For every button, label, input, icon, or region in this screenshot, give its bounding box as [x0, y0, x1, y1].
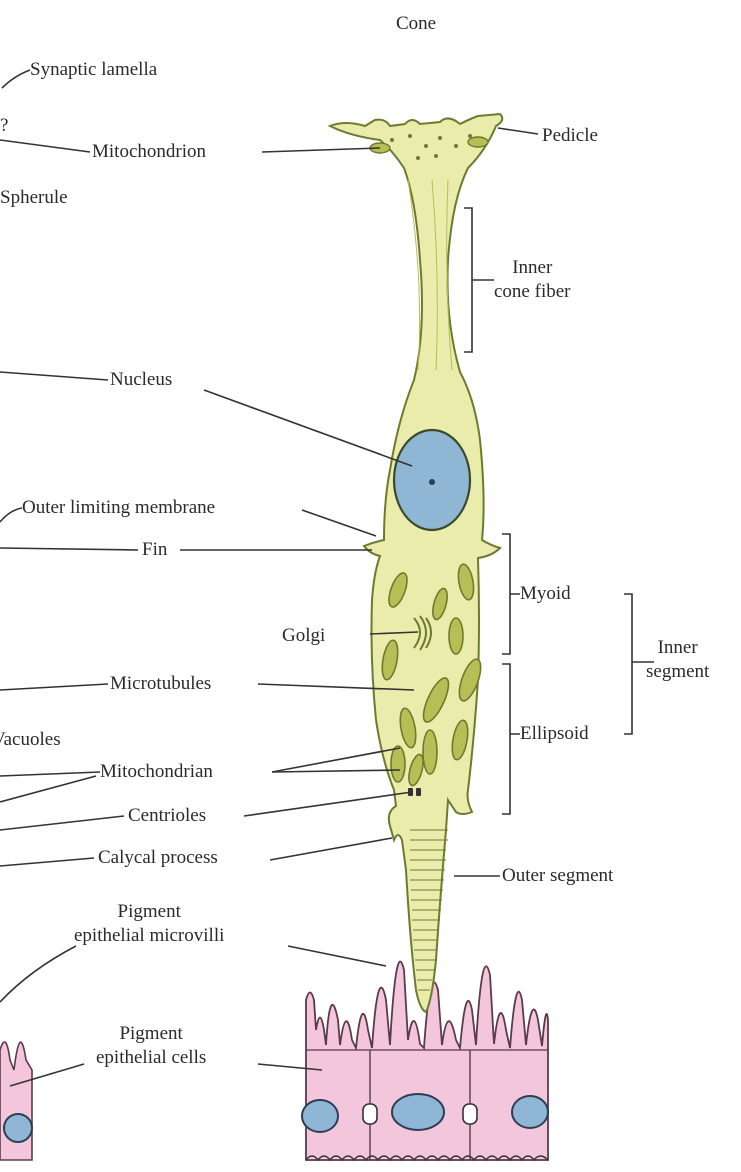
pedicle-mitochondrion [468, 137, 488, 147]
pe-nucleus [302, 1100, 338, 1132]
label-fin: Fin [142, 538, 167, 562]
label-vacuoles: Vacuoles [0, 728, 61, 752]
label-synaptic-lamella: Synaptic lamella [30, 58, 157, 82]
label-inner-segment: Inner segment [646, 636, 709, 684]
label-inner-cone-fiber: Inner cone fiber [494, 256, 570, 304]
cone-cell [330, 114, 502, 1012]
label-mitochondrian: Mitochondrian [100, 760, 213, 784]
label-calycal-process: Calycal process [98, 846, 218, 870]
label-outer-limiting-membrane: Outer limiting membrane [22, 496, 215, 520]
label-pigment-cells: Pigment epithelial cells [96, 1022, 206, 1070]
label-outer-segment: Outer segment [502, 864, 613, 888]
label-microtubules: Microtubules [110, 672, 211, 696]
label-golgi: Golgi [282, 624, 325, 648]
label-mitochondrion: Mitochondrion [92, 140, 206, 164]
label-pigment-microvilli: Pigment epithelial microvilli [74, 900, 224, 948]
pe-nucleus [512, 1096, 548, 1128]
label-ellipsoid: Ellipsoid [520, 722, 589, 746]
label-centrioles: Centrioles [128, 804, 206, 828]
label-left-edge-mark: ? [0, 114, 8, 138]
pe-nucleus [392, 1094, 444, 1130]
label-nucleus: Nucleus [110, 368, 172, 392]
label-spherule: Spherule [0, 186, 68, 210]
label-pedicle: Pedicle [542, 124, 598, 148]
label-myoid: Myoid [520, 582, 571, 606]
left-pigment-epithelium [0, 1042, 32, 1160]
diagram-title: Cone [396, 12, 436, 36]
